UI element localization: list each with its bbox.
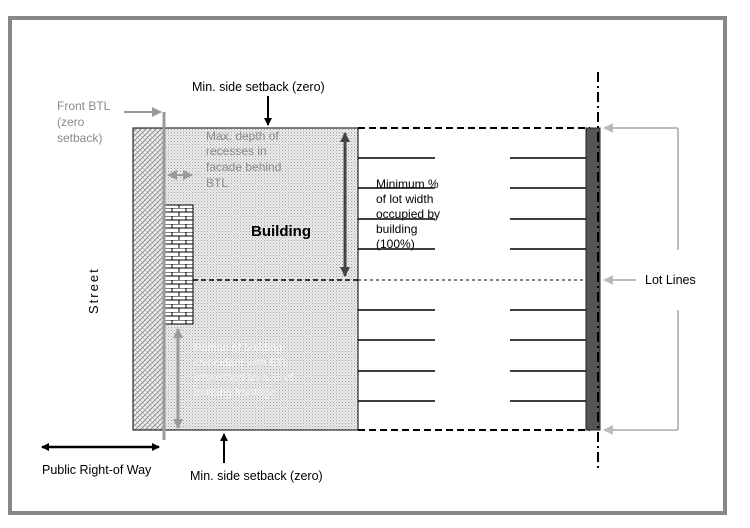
front-btl-label: Front BTL (zero setback) [57, 99, 113, 145]
lot-lines-bracket [603, 123, 679, 435]
lot-lines-label: Lot Lines [645, 273, 696, 287]
top-setback-label: Min. side setback (zero) [192, 80, 325, 94]
parking-stripes [358, 157, 586, 402]
outer-frame [8, 16, 727, 515]
street-label: Street [86, 267, 101, 314]
building-label: Building [251, 223, 311, 240]
rear-lot-bar [585, 127, 601, 431]
public-row-label: Public Right-of Way [42, 463, 152, 477]
building-footprint [163, 127, 359, 431]
bottom-setback-label: Min. side setback (zero) [190, 469, 323, 483]
street-strip [132, 127, 165, 431]
max-depth-label: Max. depth of recesses in facade behind … [206, 129, 285, 190]
min-lot-width-label: Minimum % of lot width occupied by build… [376, 177, 443, 251]
portion-label: Portion of building coincident with BTL … [194, 342, 297, 399]
brick-recess [163, 204, 194, 325]
